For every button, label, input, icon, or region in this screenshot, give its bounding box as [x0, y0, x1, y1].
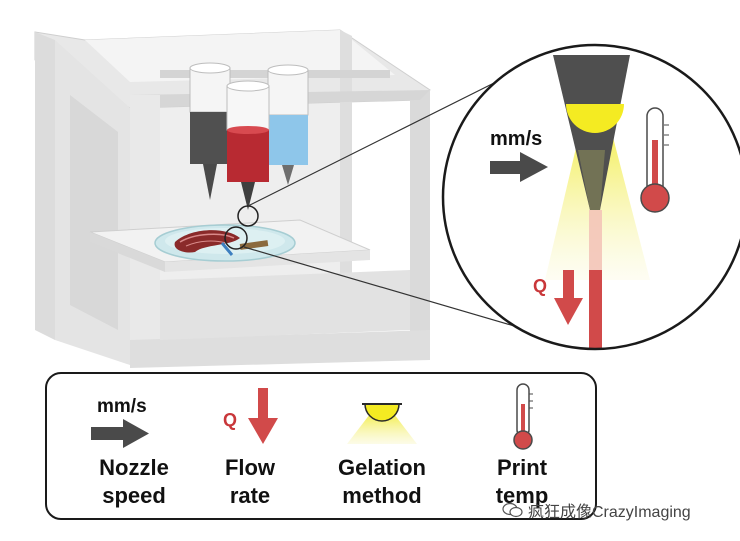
- uv-lamp: [566, 104, 624, 133]
- watermark-text: 疯狂成像CrazyImaging: [528, 504, 691, 521]
- legend-speed-unit: mm/s: [97, 396, 147, 417]
- thermometer-icon: [640, 107, 670, 213]
- arrow-right-icon: [91, 419, 149, 448]
- legend: mm/s Nozzle speed Q Flow rate: [45, 372, 597, 520]
- light-cone-icon: [347, 403, 417, 444]
- zoom-marker-tissue: [224, 226, 248, 250]
- legend-item-print-temp: Print temp: [457, 374, 587, 522]
- zoom-line-top: [247, 79, 501, 207]
- syringe-gray: [189, 62, 231, 200]
- callout-speed-unit: mm/s: [490, 128, 542, 150]
- arrow-down-icon: [248, 388, 278, 444]
- legend-label-print-temp: Print temp: [495, 455, 549, 508]
- nozzle-speed-arrow: [490, 152, 548, 182]
- callout-flow-symbol: Q: [533, 276, 547, 296]
- watermark: 疯狂成像CrazyImaging: [502, 498, 691, 522]
- printer-frame: [34, 29, 431, 368]
- filament: [589, 270, 602, 349]
- legend-label-gelation-method: Gelation method: [337, 455, 426, 508]
- printed-tissue: [174, 230, 269, 256]
- syringe-red: [226, 80, 270, 210]
- legend-label-flow-rate: Flow rate: [224, 455, 276, 508]
- legend-item-nozzle-speed: mm/s Nozzle speed: [69, 374, 199, 522]
- legend-item-flow-rate: Q Flow rate: [185, 374, 315, 522]
- zoom-callout: [441, 43, 740, 351]
- flow-rate-arrow: [554, 270, 583, 325]
- legend-flow-symbol: Q: [223, 410, 238, 430]
- thermometer-icon: [513, 383, 533, 450]
- wechat-icon: [502, 502, 523, 518]
- legend-item-gelation-method: Gelation method: [317, 374, 447, 522]
- zoom-line-bottom: [243, 246, 529, 331]
- syringe-blue: [267, 64, 309, 185]
- legend-label-nozzle-speed: Nozzle speed: [99, 455, 169, 508]
- filament-faint: [589, 210, 602, 270]
